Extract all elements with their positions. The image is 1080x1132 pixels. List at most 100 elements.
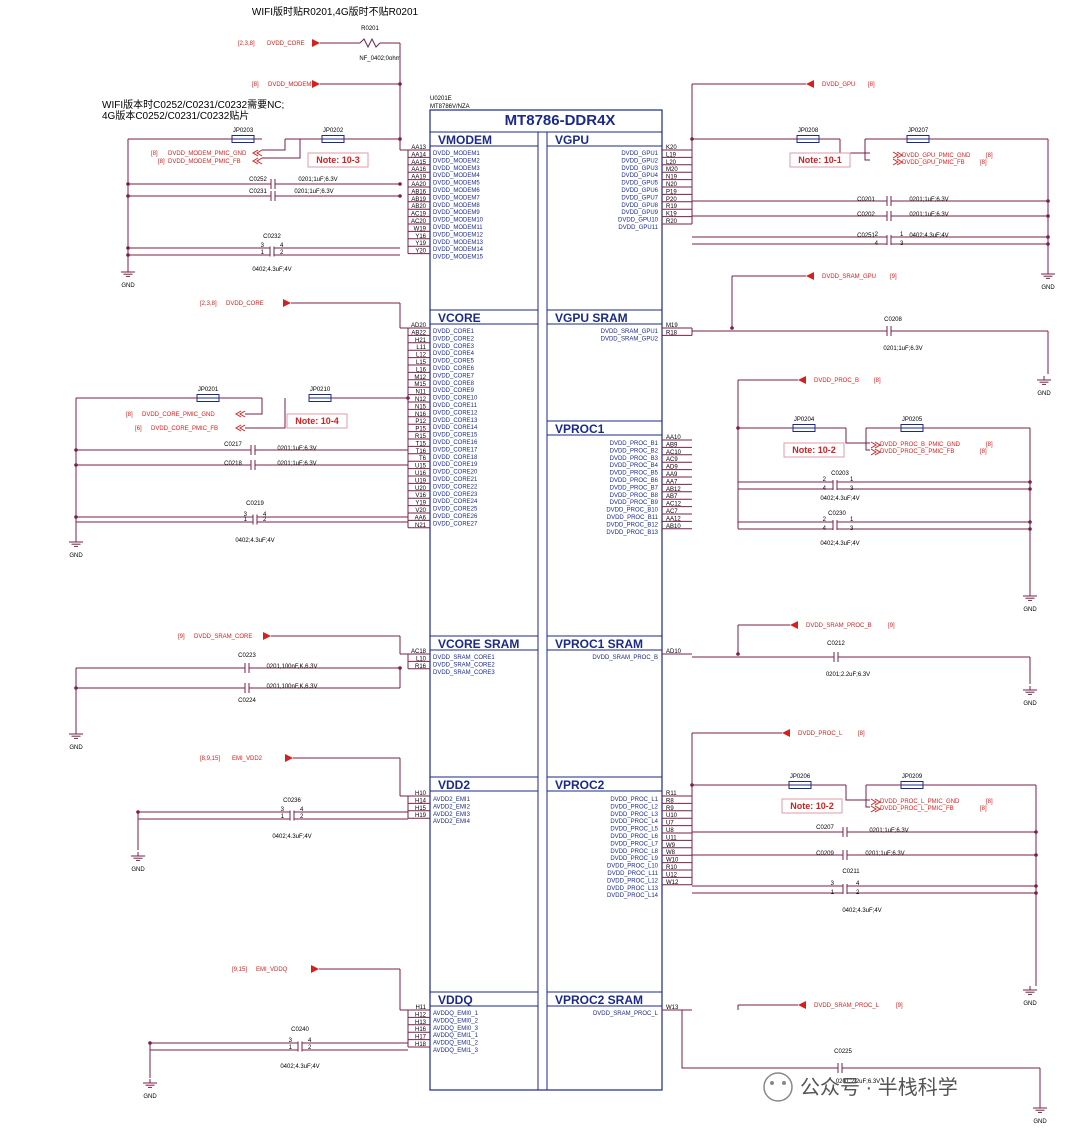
block-header — [429, 309, 539, 325]
capacitor-ref: C0223 — [238, 653, 256, 659]
signal-label: DVDD_SRAM_CORE3 — [433, 670, 495, 676]
capacitor-value: 0201;2.2uF;6.3V — [826, 672, 870, 678]
pin-label: V20 — [415, 508, 426, 514]
junction-dot — [74, 448, 78, 452]
jumper-label: JP0209 — [902, 774, 923, 780]
capacitor-ref: C0201 — [857, 197, 875, 203]
signal-label: DVDD_MODEM1 — [433, 151, 480, 157]
pin-number: 1 — [900, 232, 904, 238]
fb-name: DVDD_PROC_L_PMIC_FB — [880, 806, 954, 812]
pin-label: AA16 — [411, 167, 426, 173]
junction-dot — [736, 652, 740, 656]
capacitor-value: 0201,100nF,K,6.3V — [266, 684, 317, 690]
pin-label: U8 — [666, 828, 674, 834]
junction-dot — [398, 194, 402, 198]
pin-label: L16 — [416, 367, 427, 373]
signal-label: DVDD_CORE13 — [433, 418, 478, 424]
pin-label: N20 — [666, 182, 678, 188]
wire — [681, 1009, 838, 1069]
net-name: DVDD_SRAM_GPU — [822, 274, 876, 280]
pin-label: P19 — [666, 189, 677, 195]
pin-label: AB9 — [666, 442, 678, 448]
signal-label: DVDD_GPU1 — [621, 151, 658, 157]
net-name: DVDD_CORE — [267, 41, 305, 47]
junction-dot — [1046, 214, 1050, 218]
net-arrow-icon — [798, 376, 806, 384]
pin-label: R16 — [415, 664, 427, 670]
signal-label: DVDD_PROC_L13 — [607, 886, 659, 892]
pin-label: N19 — [666, 175, 678, 181]
pin-label: P12 — [415, 419, 426, 425]
capacitor-value: 0402;4.3uF;4V — [235, 538, 274, 544]
fb-name: DVDD_PROC_L_PMIC_GND — [880, 799, 960, 805]
signal-label: DVDD_PROC_B13 — [606, 530, 658, 536]
fb-name: DVDD_MODEM_PMIC_GND — [168, 151, 247, 157]
gnd-label: GND — [143, 1094, 157, 1100]
signal-label: DVDD_GPU4 — [621, 173, 658, 179]
pin-label: AC9 — [666, 457, 678, 463]
pin-number: 4 — [823, 526, 827, 532]
note-box — [307, 152, 369, 168]
resistor-ref: R0201 — [361, 26, 379, 32]
net-ref: [2,3,8] — [200, 301, 217, 307]
signal-label: DVDD_PROC_L11 — [607, 871, 658, 877]
pin-label: L15 — [416, 360, 427, 366]
pin-label: R18 — [666, 330, 678, 336]
pin-label: AA14 — [411, 152, 426, 158]
pin-label: AC10 — [666, 450, 682, 456]
net-name: DVDD_MODEM — [268, 82, 311, 88]
junction-dot — [1034, 830, 1038, 834]
block-title: VPROC1 — [555, 422, 605, 436]
header-note: WIFI版时贴R0201,4G版时不贴R0201 — [252, 5, 419, 18]
chevron-left-icon — [239, 410, 246, 418]
block-title: VPROC1 SRAM — [555, 637, 643, 651]
pin-number: 4 — [875, 241, 879, 247]
signal-label: DVDD_MODEM6 — [433, 188, 480, 194]
pin-label: L11 — [416, 345, 426, 351]
signal-label: DVDD_SRAM_GPU1 — [601, 329, 659, 335]
capacitor-ref: C0207 — [816, 825, 834, 831]
pin-number: 1 — [850, 517, 854, 523]
capacitor-ref: C0203 — [831, 471, 849, 477]
signal-label: DVDD_CORE21 — [433, 477, 478, 483]
junction-dot — [136, 810, 140, 814]
chip-divider — [537, 131, 548, 1091]
pin-label: AD10 — [666, 649, 682, 655]
signal-label: DVDD_MODEM12 — [433, 232, 484, 238]
pin-number: 2 — [823, 517, 827, 523]
capacitor-ref: C0240 — [291, 1027, 309, 1033]
signal-label: DVDD_CORE20 — [433, 470, 478, 476]
net-arrow-icon — [798, 1001, 806, 1009]
signal-label: DVDD_CORE26 — [433, 514, 478, 520]
signal-label: DVDD_GPU6 — [621, 188, 658, 194]
pin-label: L10 — [416, 656, 427, 662]
gnd-label: GND — [121, 283, 135, 289]
pin-label: L19 — [666, 152, 677, 158]
block-title: VCORE — [438, 311, 481, 325]
pin-label: AC20 — [411, 219, 427, 225]
signal-label: DVDD_PROC_B3 — [610, 456, 659, 462]
fb-name: DVDD_CORE_PMIC_GND — [142, 412, 215, 418]
pin-label: R20 — [666, 219, 678, 225]
capacitor-ref: C0232 — [263, 234, 281, 240]
signal-label: DVDD_GPU7 — [621, 195, 658, 201]
block-title: VPROC2 SRAM — [555, 993, 643, 1007]
net-arrow-icon — [263, 632, 271, 640]
pin-label: V16 — [415, 493, 426, 499]
jumper-label: JP0203 — [233, 128, 254, 134]
block-header — [429, 635, 539, 651]
signal-label: DVDD_GPU2 — [621, 158, 658, 164]
junction-dot — [126, 246, 130, 250]
signal-label: DVDD_CORE17 — [433, 447, 478, 453]
signal-label: DVDD_CORE23 — [433, 492, 478, 498]
pin-label: R8 — [666, 798, 674, 804]
pin-label: M12 — [414, 375, 426, 381]
pin-label: AB20 — [411, 204, 426, 210]
signal-label: DVDD_PROC_L14 — [607, 893, 659, 899]
signal-label: DVDD_PROC_B8 — [610, 493, 659, 499]
pin-label: AA19 — [411, 175, 426, 181]
capacitor-ref: C0209 — [816, 851, 834, 857]
signal-label: DVDD_CORE9 — [433, 388, 475, 394]
signal-label: DVDD_MODEM13 — [433, 240, 484, 246]
fb-name: DVDD_GPU_PMIC_FB — [902, 160, 965, 166]
